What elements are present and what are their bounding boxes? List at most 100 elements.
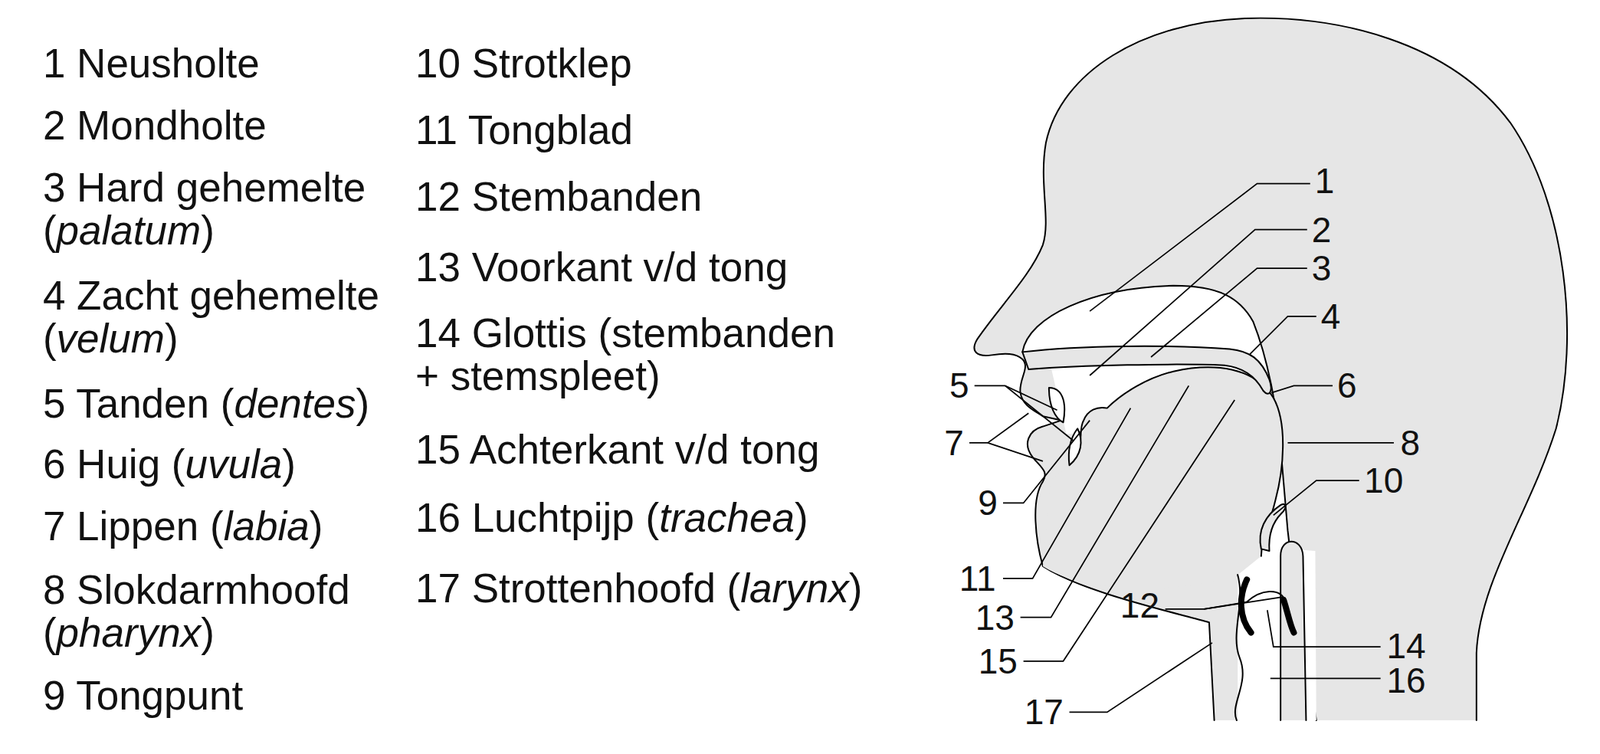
label-text: 15 Achterkant v/d tong (415, 426, 820, 473)
legend-item: 16 Luchtpijp (trachea) (415, 496, 906, 540)
legend-item: 8 Slokdarmhoofd (pharynx) (42, 568, 400, 655)
label-text: 14 (1386, 626, 1426, 666)
label-text: ) (309, 503, 324, 549)
callout-number: 2 (1311, 212, 1332, 248)
callout-number: 16 (1386, 662, 1426, 699)
label-text: 8 (1400, 422, 1421, 463)
label-text: larynx (740, 565, 849, 611)
legend-item: 11 Tongblad (415, 108, 906, 152)
label-text: 10 (1363, 460, 1404, 501)
leader-line (1270, 678, 1381, 680)
callout-number: 15 (978, 643, 1018, 679)
leader-line (969, 413, 1029, 443)
callout-number: 6 (1337, 367, 1358, 404)
label-text: 7 Lippen ( (42, 503, 224, 549)
vocal-cord (1241, 579, 1252, 633)
legend-item: 7 Lippen (labia) (42, 504, 400, 548)
label-text: ) (200, 207, 215, 253)
label-text: 1 (1314, 160, 1335, 201)
label-text: 11 (959, 558, 997, 599)
label-text: ) (281, 441, 296, 487)
label-text: uvula (185, 441, 283, 487)
label-text: 9 Tongpunt (42, 672, 243, 719)
legend-item: 13 Voorkant v/d tong (415, 245, 906, 289)
leader-line (1273, 480, 1360, 515)
label-text: 6 Huig ( (42, 441, 186, 487)
label-text: 11 Tongblad (415, 107, 633, 153)
vocal-cord (1283, 600, 1294, 633)
leader-line (1249, 316, 1317, 355)
leader-line (1003, 420, 1090, 504)
label-text: 5 (949, 365, 970, 406)
label-text: 7 (944, 422, 964, 463)
callout-number: 11 (959, 560, 997, 597)
callout-number: 1 (1314, 163, 1335, 199)
label-text: ) (356, 380, 371, 427)
tongue (1042, 367, 1283, 589)
leader-line (987, 442, 1043, 462)
label-text: 16 Luchtpijp ( (415, 495, 660, 541)
airway-wall (1022, 285, 1316, 721)
label-text: 13 Voorkant v/d tong (415, 244, 788, 290)
legend-item: 14 Glottis (stembanden + stemspleet) (415, 311, 853, 398)
callout-number: 13 (975, 600, 1015, 636)
legend-item: 4 Zacht gehemelte (velum) (42, 274, 400, 361)
label-text: 14 Glottis (stembanden + stemspleet) (415, 310, 836, 399)
label-text: 12 (1120, 585, 1160, 626)
label-text: palatum (56, 207, 202, 253)
leader-line (1150, 268, 1308, 358)
upper-tooth (1049, 387, 1065, 423)
leader-line (1089, 183, 1311, 312)
legend-item: 15 Achterkant v/d tong (415, 428, 906, 472)
label-text: 13 (975, 597, 1015, 638)
callout-number: 8 (1400, 425, 1421, 461)
epiglottis (1259, 504, 1286, 551)
label-text: pharynx (56, 609, 202, 656)
callout-number: 7 (944, 425, 964, 461)
callout-number: 9 (977, 485, 998, 521)
leader-line (974, 385, 1058, 410)
label-text: 6 (1337, 365, 1358, 406)
leader-line (1089, 229, 1308, 376)
callout-number: 14 (1386, 628, 1426, 664)
legend-item: 6 Huig (uvula) (42, 442, 400, 486)
legend-item: 1 Neusholte (42, 42, 400, 86)
label-text: trachea (659, 495, 795, 541)
label-text: 9 (977, 482, 998, 523)
leader-line (1069, 642, 1213, 713)
leader-line (1020, 385, 1190, 617)
label-text: 15 (978, 641, 1018, 682)
callout-number: 3 (1311, 250, 1332, 286)
head-outline (973, 18, 1568, 721)
callout-number: 5 (949, 367, 970, 404)
leader-line (1023, 400, 1236, 662)
legend-item: 10 Strotklep (415, 42, 906, 86)
legend-item: 5 Tanden (dentes) (42, 382, 400, 426)
label-text: 2 (1311, 209, 1332, 250)
label-text: 17 (1024, 691, 1064, 732)
callout-number: 4 (1321, 298, 1341, 335)
label-text: 1 Neusholte (42, 40, 260, 86)
label-text: dentes (233, 380, 356, 427)
callout-number: 10 (1363, 462, 1404, 499)
label-text: 5 Tanden ( (42, 380, 235, 427)
label-text: ) (200, 609, 215, 656)
legend-item: 9 Tongpunt (42, 674, 400, 718)
legend-item: 17 Strottenhoofd (larynx) (415, 567, 906, 610)
label-text: 16 (1386, 660, 1426, 701)
label-text: velum (56, 315, 165, 361)
callout-number: 17 (1024, 694, 1064, 730)
callout-number: 12 (1120, 587, 1160, 623)
leader-line (1165, 602, 1248, 610)
leader-line (1267, 609, 1381, 647)
legend-item: 12 Stembanden (415, 175, 906, 219)
tongue-outline (1079, 367, 1283, 556)
leader-line (1005, 385, 1074, 441)
label-text: labia (223, 503, 310, 549)
leader-line (1271, 385, 1333, 393)
label-text: 12 Stembanden (415, 173, 702, 220)
legend-item: 3 Hard gehemelte (palatum) (42, 166, 400, 253)
legend-item: 2 Mondholte (42, 104, 400, 148)
trachea-back-wall (1280, 541, 1306, 721)
